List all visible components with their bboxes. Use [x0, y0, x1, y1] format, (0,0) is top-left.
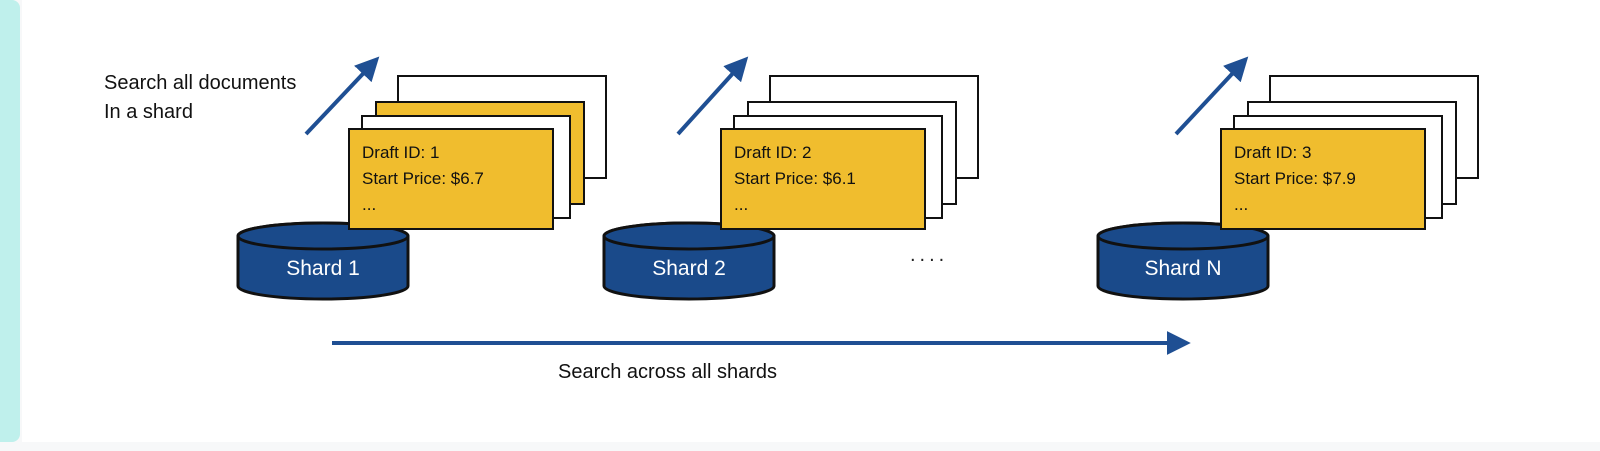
shard-label: Shard 2: [652, 257, 726, 280]
start-price: Start Price: $7.9: [1234, 169, 1356, 188]
document-card-1: Draft ID: 1 Start Price: $6.7 ...: [348, 128, 554, 230]
ellipsis: ....: [910, 244, 949, 266]
search-shard-arrow: [676, 56, 749, 136]
draft-id: Draft ID: 2: [734, 143, 812, 162]
document-card-n: Draft ID: 3 Start Price: $7.9 ...: [1220, 128, 1426, 230]
document-card-2: Draft ID: 2 Start Price: $6.1 ...: [720, 128, 926, 230]
start-price: Start Price: $6.1: [734, 169, 856, 188]
search-across-caption: Search across all shards: [558, 361, 777, 383]
shard-label: Shard N: [1144, 257, 1222, 280]
draft-id: Draft ID: 1: [362, 143, 440, 162]
accent-bar: [0, 0, 20, 442]
search-shard-arrow: [304, 56, 380, 136]
more-fields: ...: [734, 195, 749, 214]
search-shard-arrow: [1174, 56, 1249, 136]
more-fields: ...: [362, 195, 377, 214]
draft-id: Draft ID: 3: [1234, 143, 1312, 162]
shard-label: Shard 1: [286, 257, 360, 280]
start-price: Start Price: $6.7: [362, 169, 484, 188]
more-fields: ...: [1234, 195, 1249, 214]
search-shard-caption-line1: Search all documents: [104, 72, 297, 94]
search-shard-caption-line2: In a shard: [104, 101, 193, 123]
